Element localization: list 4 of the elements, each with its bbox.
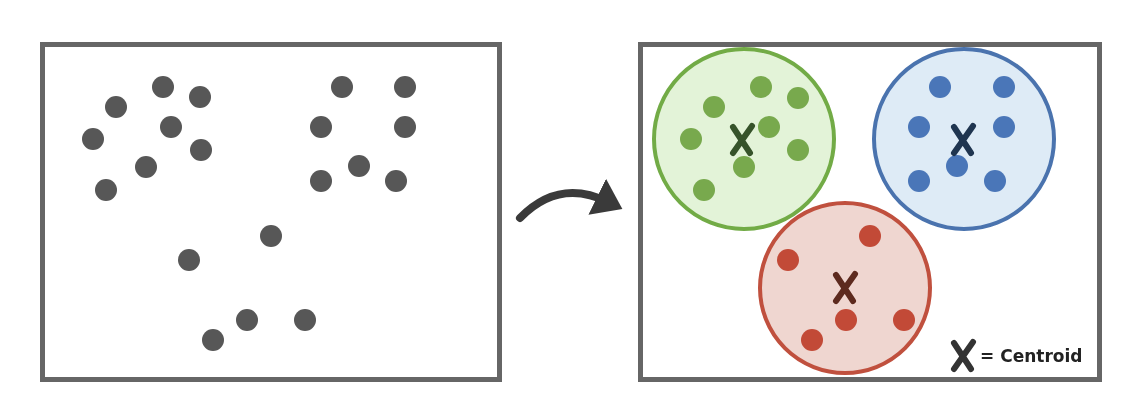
panel-box (40, 42, 502, 382)
curved-arrow (516, 178, 623, 222)
legend-text: = Centroid (980, 346, 1083, 366)
panel-box (638, 42, 1102, 382)
